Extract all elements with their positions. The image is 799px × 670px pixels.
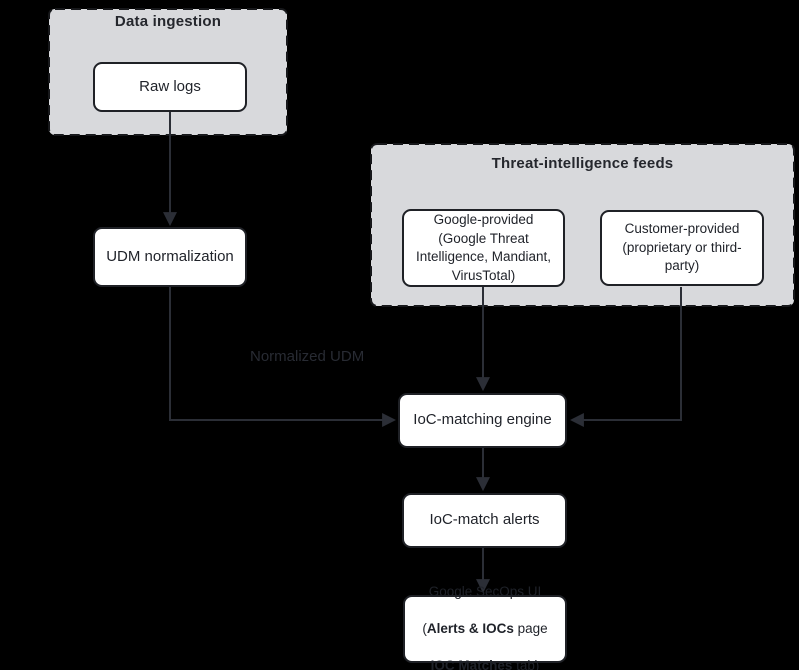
edge-label-normalized-udm: Normalized UDM (250, 348, 365, 365)
secops-ui-line3: IOC Matches tab) (430, 657, 540, 670)
node-customer-provided: Customer-provided (proprietary or third-… (600, 210, 764, 286)
group-title-data-ingestion: Data ingestion (114, 13, 222, 30)
secops-ui-line2: (Alerts & IOCs page (422, 620, 548, 636)
group-title-threat-intelligence-feeds: Threat-intelligence feeds (491, 155, 674, 172)
node-ioc-match-alerts: IoC-match alerts (402, 493, 567, 548)
edge-udm-to-ioc-engine (169, 287, 397, 427)
secops-ui-label: Google SecOps UI (Alerts & IOCs page IOC… (409, 564, 561, 670)
node-google-provided: Google-provided (Google Threat Intellige… (402, 209, 565, 287)
node-raw-logs: Raw logs (93, 62, 247, 112)
node-ioc-matching-engine: IoC-matching engine (398, 393, 567, 448)
node-udm-normalization: UDM normalization (93, 227, 247, 287)
edge-customer-provided-to-ioc-engine (569, 287, 682, 427)
node-google-secops-ui: Google SecOps UI (Alerts & IOCs page IOC… (403, 584, 567, 670)
secops-ui-line1: Google SecOps UI (428, 583, 542, 599)
